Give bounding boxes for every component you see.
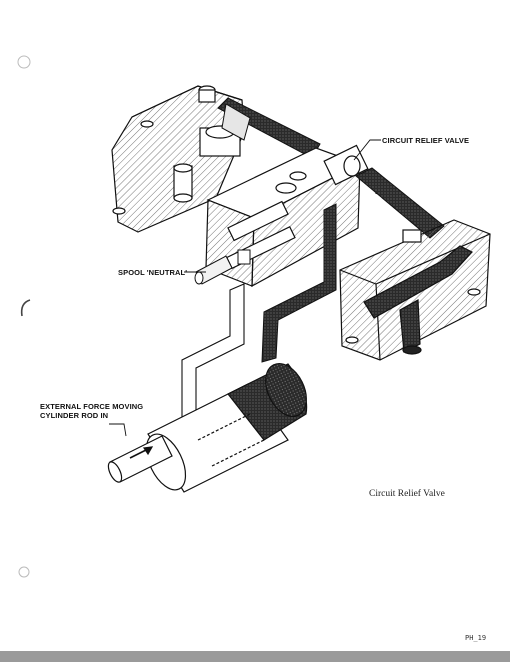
bottom-bar xyxy=(0,651,510,662)
margin-marks xyxy=(17,55,31,578)
spool-stem xyxy=(194,249,251,285)
circuit-relief-valve-label: CIRCUIT RELIEF VALVE xyxy=(382,136,470,145)
leader-lines xyxy=(109,139,381,437)
page-number: PH_19 xyxy=(465,634,487,642)
upper-crossover-tube xyxy=(217,97,321,159)
external-force-label-line2: CYLINDER ROD IN xyxy=(40,411,109,420)
figure-caption: Circuit Relief Valve xyxy=(369,489,445,499)
external-force-label-line1: EXTERNAL FORCE MOVING xyxy=(40,402,144,411)
rod-end-line xyxy=(261,203,337,363)
left-port-block xyxy=(111,85,245,233)
spool-neutral-label: SPOOL 'NEUTRAL' xyxy=(118,268,188,277)
upper-tube-end xyxy=(221,103,251,141)
cylinder xyxy=(107,363,308,493)
right-port-block xyxy=(339,219,491,361)
relief-crossover-tube xyxy=(355,167,445,239)
